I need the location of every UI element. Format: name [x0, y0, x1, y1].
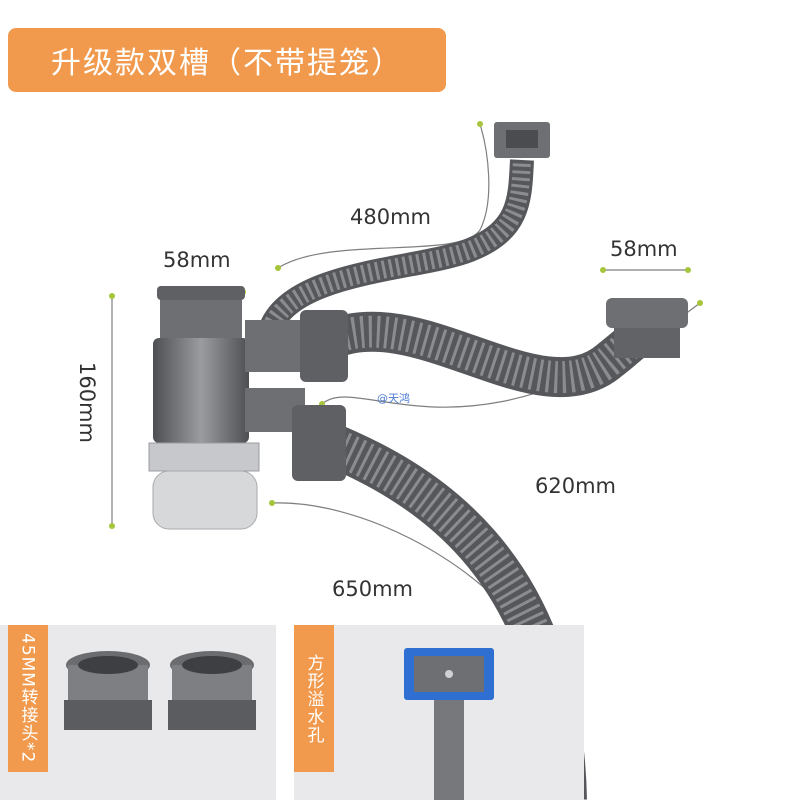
- adapter-right: [168, 651, 256, 730]
- title-banner: 升级款双槽（不带提笼）: [8, 28, 446, 92]
- square-overflow-illustration: [404, 648, 494, 800]
- adapter-left: [64, 651, 152, 730]
- bottle-trap: [148, 286, 348, 530]
- adapter-label: 45MM转接头*2: [17, 633, 38, 764]
- page-title: 升级款双槽（不带提笼）: [51, 46, 403, 81]
- dimension-160: 160mm: [75, 362, 99, 443]
- watermark: @天鸿: [377, 392, 410, 405]
- dimension-58-left: 58mm: [163, 248, 231, 272]
- dimension-58-right: 58mm: [610, 237, 678, 261]
- adapter-panel-tab: 45MM转接头*2: [8, 625, 48, 772]
- overflow-label: 方形溢水孔: [303, 653, 324, 744]
- dimension-480: 480mm: [350, 205, 431, 229]
- overflow-panel-tab: 方形溢水孔: [294, 625, 334, 772]
- dimension-650: 650mm: [332, 577, 413, 601]
- adapter-illustration: [64, 651, 256, 730]
- dimension-620: 620mm: [535, 474, 616, 498]
- right-sink-hose: [321, 298, 688, 398]
- overflow-hose: [258, 122, 550, 335]
